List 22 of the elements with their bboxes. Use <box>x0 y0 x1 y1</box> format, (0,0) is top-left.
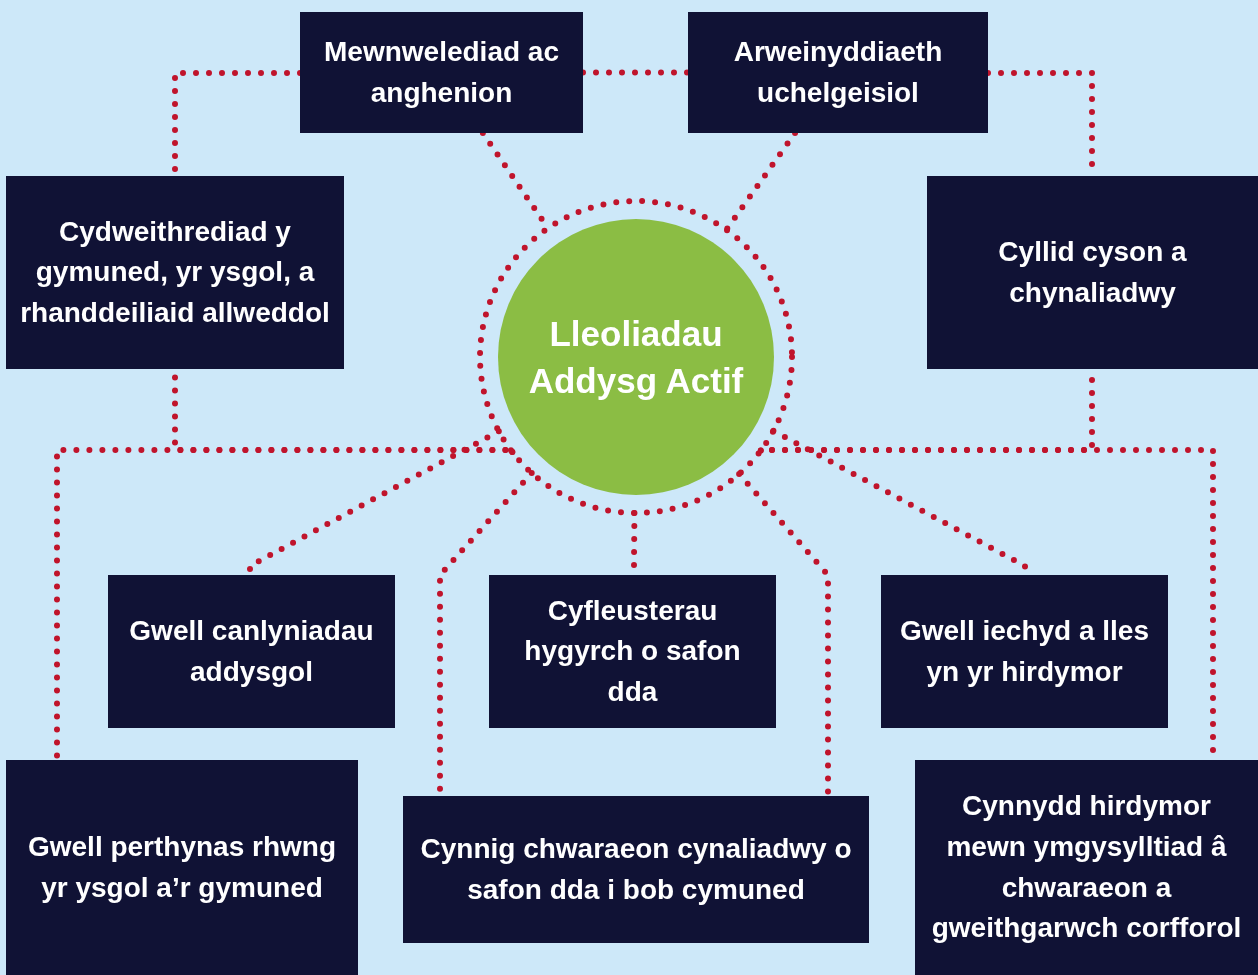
text-box <box>881 575 1168 728</box>
text-box <box>915 760 1258 975</box>
box-label: Gwell iechyd a lles yn yr hirdymor <box>899 613 1150 689</box>
box-label: Cyfleusterau hygyrch o safon dda <box>523 593 742 709</box>
box-label: Cynnig chwaraeon cynaliadwy o safon dda i bob cymuned <box>419 831 853 907</box>
box-label: Cydweithrediad y gymuned, yr ysgol, a rhanddeiliaid allweddol <box>19 214 331 330</box>
text-box <box>403 796 869 943</box>
box-label: Gwell perthynas rhwng yr ysgol a’r gymuned <box>26 829 338 905</box>
text-box <box>6 176 344 369</box>
box-label: Cyllid cyson a chynaliadwy <box>997 234 1188 310</box>
box-label: Gwell canlyniadau addysgol <box>128 613 375 689</box>
text-box <box>927 176 1258 369</box>
text-box <box>489 575 776 728</box>
text-box <box>108 575 395 728</box>
text-box <box>688 12 988 133</box>
box-label: Lleoliadau Addysg Actif <box>527 312 745 402</box>
text-box <box>6 760 358 975</box>
text-box <box>300 12 583 133</box>
box-label: Cynnydd hirdymor mewn ymgysylltiad â chwaraeon a gweithgarwch corfforol <box>930 789 1243 946</box>
box-label: Mewnwelediad ac anghenion <box>323 34 560 110</box>
box-label: Arweinyddiaeth uchelgeisiol <box>732 34 944 110</box>
hub-circle <box>476 197 796 517</box>
